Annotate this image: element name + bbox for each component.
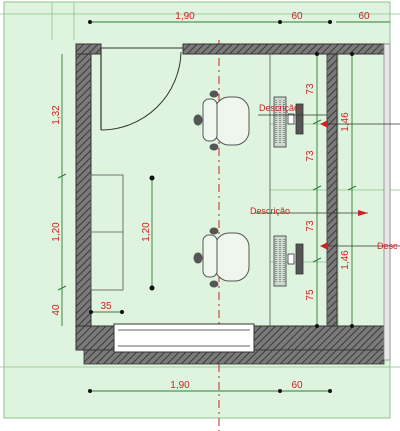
office-chair-icon — [193, 227, 250, 288]
office-chair-icon — [193, 90, 250, 151]
door-swing — [100, 51, 182, 131]
dim-right-2: 73 — [305, 150, 316, 162]
top-wall-left — [75, 43, 102, 55]
label-descricao-3: Desc — [377, 241, 398, 251]
bottom-wall-left — [75, 325, 115, 351]
computer-icon — [273, 235, 304, 287]
dim-right-3: 73 — [305, 220, 316, 232]
dim-right-1: 73 — [305, 83, 316, 95]
dimension-ticks — [88, 20, 354, 393]
label-descricao-1: Descrição — [259, 103, 299, 113]
dimension-lines — [61, 21, 390, 392]
dim-center: 1,20 — [141, 222, 152, 242]
dim-right-outer-2: 1,46 — [340, 250, 351, 270]
label-leaders — [254, 114, 400, 247]
top-wall-right — [182, 43, 389, 55]
dim-top-1: 1,90 — [175, 11, 195, 22]
dim-top-3: 60 — [358, 11, 370, 22]
dim-right-outer-1: 1,46 — [340, 112, 351, 132]
right-outer-edge — [383, 43, 391, 361]
dim-bottom-2: 60 — [291, 380, 303, 391]
dim-left-small: 35 — [100, 301, 112, 312]
computer-icon — [273, 96, 304, 148]
right-inner-wall — [326, 53, 338, 327]
label-descricao-2: Descrição — [250, 206, 290, 216]
left-cabinet — [90, 174, 124, 291]
dim-left-3: 40 — [51, 304, 62, 316]
desk-counter — [269, 54, 328, 326]
door — [100, 47, 183, 131]
bottom-window — [113, 323, 255, 353]
dim-right-4: 75 — [305, 289, 316, 301]
dim-left-2: 1,20 — [51, 222, 62, 242]
dim-left-1: 1,32 — [51, 105, 62, 125]
bottom-wall-right — [253, 325, 389, 351]
dimension-slashes — [57, 119, 357, 291]
left-wall — [75, 43, 92, 345]
dim-bottom-1: 1,90 — [170, 380, 190, 391]
dim-top-2: 60 — [291, 11, 303, 22]
walls — [75, 43, 391, 365]
label-arrows — [320, 120, 368, 250]
